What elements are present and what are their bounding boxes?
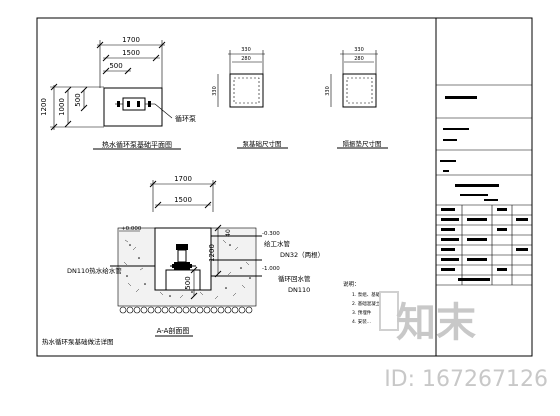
section-dim-1200: 1200 xyxy=(208,244,216,262)
section-dim-500: 500 xyxy=(184,276,192,289)
pipe-supply-label: 给工水管 xyxy=(264,239,291,248)
anchor-pad-dim-330: 330 xyxy=(354,47,364,53)
notes-line-4: 4. 安装... xyxy=(352,318,371,325)
pump-base-dim-330: 330 xyxy=(241,47,251,53)
pipe-left-label: DN110热水给水管 xyxy=(67,266,122,275)
plan-dim-1500: 1500 xyxy=(122,49,140,57)
pipe-return-spec: DN110 xyxy=(288,286,310,294)
notes-line-1: 1. 泵组、基础 xyxy=(352,291,381,298)
pipe-return-label: 循环回水管 xyxy=(278,274,311,283)
pump-pit xyxy=(154,227,212,291)
pump-base-view: 330 280 330 泵基础尺寸图 xyxy=(212,47,288,149)
plan-dim-500: 500 xyxy=(109,62,122,70)
anchor-pad-view: 330 280 330 隔振垫尺寸图 xyxy=(325,47,388,149)
plan-dim-1700: 1700 xyxy=(122,36,140,44)
section-dim-1500: 1500 xyxy=(174,196,192,204)
watermark: 知末 ID: 167267126 xyxy=(379,291,548,392)
anchor-pad-dim-330-v: 330 xyxy=(325,86,331,96)
notes-line-3: 3. 预埋件 xyxy=(352,309,372,316)
watermark-id: ID: 167267126 xyxy=(384,367,548,392)
section-dim-40: 40 xyxy=(225,229,232,237)
plan-dim-1200: 1200 xyxy=(40,98,48,116)
anchor-pad-dim-280: 280 xyxy=(354,56,364,62)
plan-dim-500-v: 500 xyxy=(74,93,82,106)
section-dim-1700: 1700 xyxy=(174,175,192,183)
section-caption: A-A剖面图 xyxy=(157,326,190,335)
pump-base-dim-280: 280 xyxy=(241,56,251,62)
plan-caption: 热水循环泵基础平面图 xyxy=(102,140,172,149)
anchor-pad-caption: 隔振垫尺寸图 xyxy=(343,139,382,148)
section-view: 1700 1500 xyxy=(67,175,324,337)
notes-title: 说明： xyxy=(343,280,360,288)
plan-dim-1000: 1000 xyxy=(58,98,66,116)
level-minus-1000: -1.000 xyxy=(262,266,280,272)
title-block xyxy=(435,17,533,357)
pipe-spec-label: DN32（两根） xyxy=(280,250,324,259)
pump-base-caption: 泵基础尺寸图 xyxy=(243,139,282,148)
plan-pump-label: 循环泵 xyxy=(175,114,196,123)
notes-line-2: 2. 基础混凝土 xyxy=(352,300,381,307)
level-top: +0.000 xyxy=(121,226,142,232)
pump-base-dim-330-v: 330 xyxy=(212,86,218,96)
watermark-logo: 知末 xyxy=(396,300,476,346)
pump-symbol xyxy=(170,244,196,270)
footer-caption: 热水循环泵基础做法详图 xyxy=(42,337,114,346)
notes-block: 说明： 1. 泵组、基础 2. 基础混凝土 3. 预埋件 4. 安装... xyxy=(343,280,381,325)
title-block-rows xyxy=(436,84,532,286)
level-minus-0300: -0.300 xyxy=(262,231,280,237)
plan-view: 1700 1500 500 循环泵 1200 1000 xyxy=(40,36,196,150)
